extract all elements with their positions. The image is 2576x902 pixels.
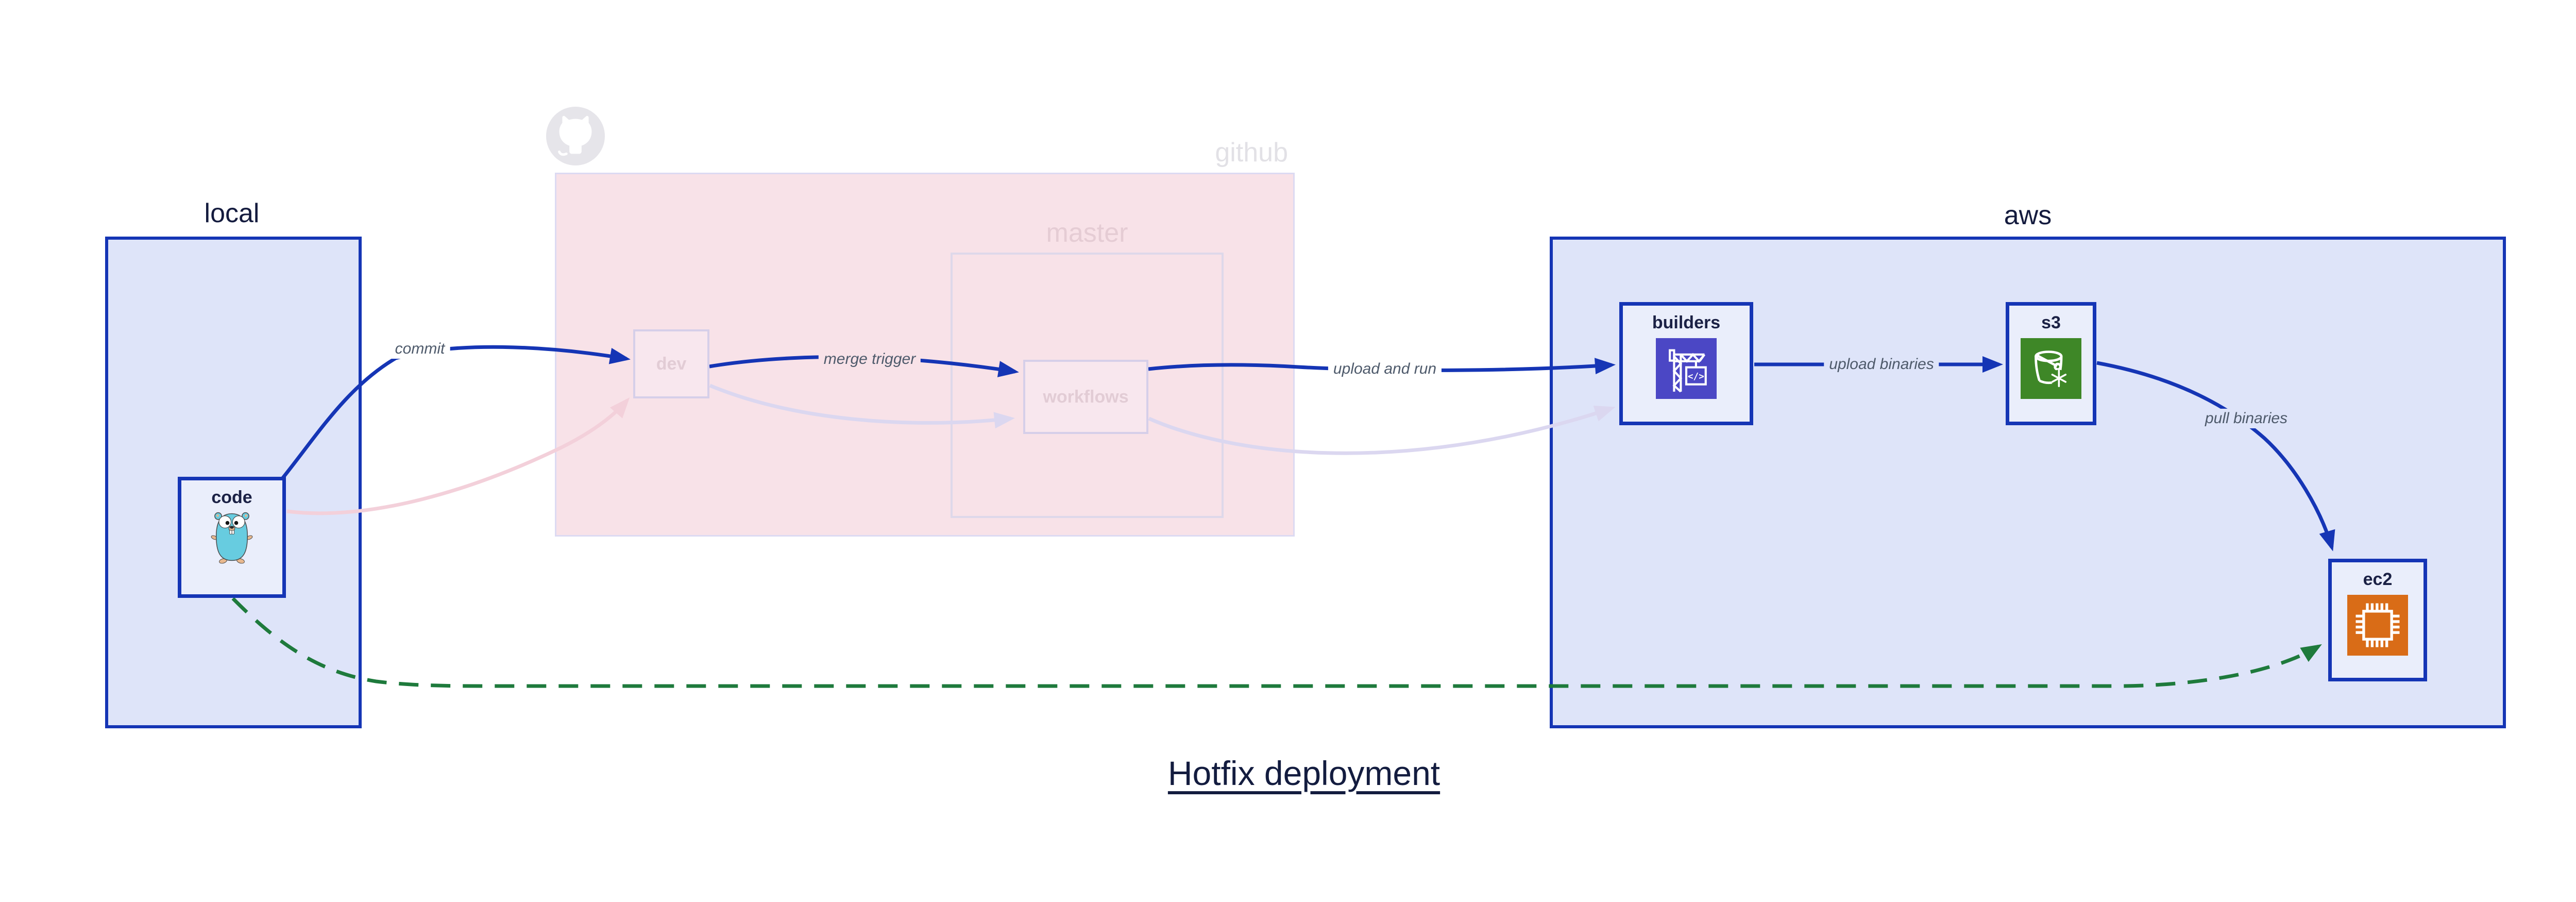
- zone-local-label: local: [204, 198, 260, 228]
- edge-upload-binaries-label: upload binaries: [1824, 355, 1939, 374]
- node-workflows: workflows: [1023, 360, 1148, 434]
- zone-aws-label: aws: [2004, 201, 2052, 230]
- node-ec2-label: ec2: [2363, 570, 2393, 589]
- node-dev-branch: dev: [633, 329, 709, 398]
- node-code: code: [178, 477, 286, 598]
- zone-master-label: master: [1046, 218, 1128, 248]
- github-octocat-icon: [545, 106, 606, 166]
- svg-text:</>: </>: [1688, 372, 1704, 382]
- node-code-label: code: [211, 488, 252, 507]
- node-ec2: ec2: [2328, 559, 2427, 681]
- aws-codebuild-crane-icon: </>: [1656, 338, 1717, 399]
- node-builders: builders </>: [1619, 302, 1753, 425]
- edge-merge-trigger-label: merge trigger: [818, 349, 921, 369]
- node-workflows-label: workflows: [1043, 387, 1129, 407]
- go-gopher-icon: [210, 510, 254, 564]
- aws-ec2-chip-icon: [2347, 595, 2408, 656]
- edge-upload-and-run-label: upload and run: [1328, 359, 1442, 379]
- node-s3-label: s3: [2041, 313, 2061, 332]
- edge-commit-label: commit: [389, 339, 450, 359]
- node-builders-label: builders: [1652, 313, 1721, 332]
- edge-pull-binaries-label: pull binaries: [2199, 409, 2293, 428]
- aws-s3-glacier-bucket-icon: [2021, 338, 2081, 399]
- node-dev-label: dev: [656, 354, 687, 374]
- zone-github-label: github: [1215, 138, 1288, 168]
- node-s3: s3: [2006, 302, 2096, 425]
- diagram-title: Hotfix deployment: [1167, 754, 1440, 792]
